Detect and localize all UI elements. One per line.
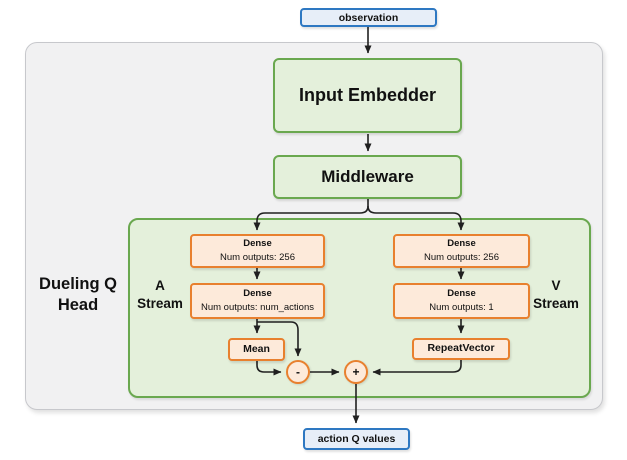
repeat-vector-node: RepeatVector <box>412 338 510 360</box>
a-stream-label: A Stream <box>137 278 183 311</box>
v-stream-dense1-num-outputs: Num outputs: 256 <box>424 252 499 263</box>
observation-node: observation <box>300 8 437 27</box>
a-stream-dense2-node: Dense Num outputs: num_actions <box>190 283 325 319</box>
minus-operator-node: - <box>286 360 310 384</box>
plus-operator-node: + <box>344 360 368 384</box>
a-stream-dense1-node: Dense Num outputs: 256 <box>190 234 325 268</box>
mean-node: Mean <box>228 338 285 361</box>
v-stream-label: V Stream <box>533 278 579 311</box>
a-stream-dense2-title: Dense <box>243 288 272 300</box>
dueling-q-head-label: Dueling Q Head <box>39 275 117 315</box>
middleware-node: Middleware <box>273 155 462 199</box>
input-embedder-node: Input Embedder <box>273 58 462 133</box>
v-stream-dense2-title: Dense <box>447 288 476 300</box>
v-stream-dense2-node: Dense Num outputs: 1 <box>393 283 530 319</box>
a-stream-dense2-num-outputs: Num outputs: num_actions <box>200 302 314 313</box>
action-q-values-node: action Q values <box>303 428 410 450</box>
a-stream-dense1-num-outputs: Num outputs: 256 <box>220 252 295 263</box>
a-stream-dense1-title: Dense <box>243 238 272 250</box>
v-stream-dense2-num-outputs: Num outputs: 1 <box>429 302 494 313</box>
v-stream-dense1-title: Dense <box>447 238 476 250</box>
v-stream-dense1-node: Dense Num outputs: 256 <box>393 234 530 268</box>
